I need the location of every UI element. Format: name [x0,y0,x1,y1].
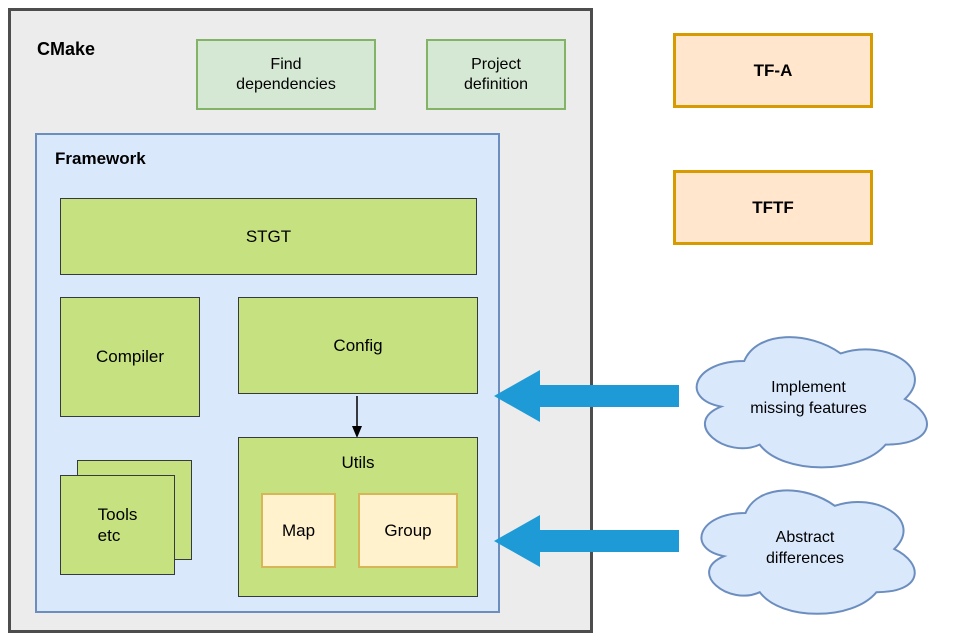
compiler-label: Compiler [95,347,165,367]
abstract-cloud: Abstract differences [686,477,924,621]
map-label: Map [281,520,316,540]
tfa-label: TF-A [753,60,793,80]
project-definition-box: Project definition [426,39,566,110]
project-definition-label: Project definition [463,55,529,93]
abstract-blue-arrow-icon [494,515,679,567]
cmake-container: CMake Find dependencies Project definiti… [8,8,593,633]
tftf-box: TFTF [673,170,873,245]
config-to-utils-arrow-icon [352,396,362,438]
implement-cloud-label: Implement missing features [750,379,867,417]
cloud-shape-icon [680,323,937,475]
tfa-box: TF-A [673,33,873,108]
group-box: Group [358,493,458,568]
cmake-label: CMake [37,39,96,59]
stgt-box: STGT [60,198,477,275]
implement-cloud: Implement missing features [680,323,937,475]
tftf-label: TFTF [752,197,794,217]
find-dependencies-label: Find dependencies [236,55,336,93]
utils-label: Utils [341,453,375,472]
framework-container: Framework STGT Compiler Config Utils Map [35,133,500,613]
config-box: Config [238,297,478,394]
compiler-box: Compiler [60,297,200,417]
stgt-label: STGT [245,226,292,246]
config-label: Config [333,335,383,355]
map-box: Map [261,493,336,568]
tools-box: Tools etc [60,475,175,575]
utils-box: Utils Map Group [238,437,478,597]
tools-label: Tools etc [97,504,138,545]
find-dependencies-box: Find dependencies [196,39,376,110]
implement-blue-arrow-icon [494,370,679,422]
framework-label: Framework [55,149,146,168]
cloud-shape-icon [686,477,924,621]
group-label: Group [384,520,432,540]
abstract-cloud-label: Abstract differences [766,529,844,567]
